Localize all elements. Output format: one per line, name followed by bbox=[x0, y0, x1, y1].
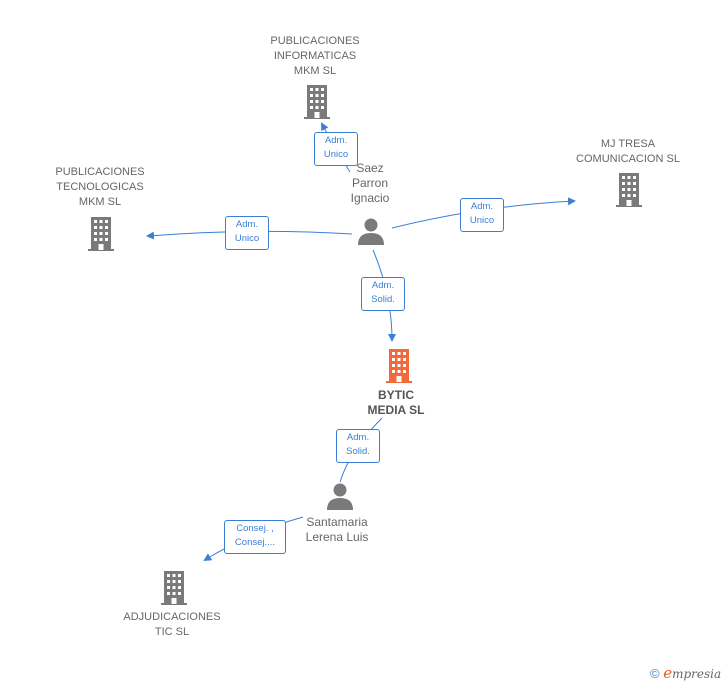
empresia-footer: © empresia bbox=[650, 664, 721, 682]
edge-label-santamaria-bytic[interactable]: Adm. Solid. bbox=[336, 429, 380, 463]
company-mj-tresa-label[interactable]: MJ TRESA COMUNICACION SL bbox=[576, 138, 680, 165]
company-pub-tec-icon[interactable] bbox=[86, 216, 116, 252]
company-bytic-label[interactable]: BYTIC MEDIA SL bbox=[367, 388, 425, 417]
person-santamaria-label[interactable]: Santamaria Lerena Luis bbox=[305, 515, 369, 544]
edge-label-saez-pubinfo[interactable]: Adm. Unico bbox=[314, 132, 358, 166]
company-bytic-icon[interactable] bbox=[384, 348, 414, 384]
company-mj-tresa-icon[interactable] bbox=[614, 172, 644, 208]
brand-logo-text: mpresia bbox=[672, 667, 722, 681]
brand-logo-e: e bbox=[663, 664, 673, 682]
company-pub-info-icon[interactable] bbox=[302, 84, 332, 120]
company-adjud-label[interactable]: ADJUDICACIONES TIC SL bbox=[123, 611, 221, 638]
person-saez-icon[interactable] bbox=[356, 216, 386, 246]
edge-label-santamaria-adjud[interactable]: Consej. , Consej.... bbox=[224, 520, 286, 554]
edge-label-saez-mjtresa[interactable]: Adm. Unico bbox=[460, 198, 504, 232]
edge-label-saez-pubtec[interactable]: Adm. Unico bbox=[225, 216, 269, 250]
company-pub-tec-label[interactable]: PUBLICACIONES TECNOLOGICAS MKM SL bbox=[55, 166, 145, 208]
company-pub-info-label[interactable]: PUBLICACIONES INFORMATICAS MKM SL bbox=[270, 35, 360, 77]
person-saez-label[interactable]: Saez Parron Ignacio bbox=[350, 161, 390, 205]
company-adjud-icon[interactable] bbox=[159, 570, 189, 606]
edge-label-saez-bytic[interactable]: Adm. Solid. bbox=[361, 277, 405, 311]
person-santamaria-icon[interactable] bbox=[325, 481, 355, 511]
copyright-symbol: © bbox=[650, 666, 660, 681]
